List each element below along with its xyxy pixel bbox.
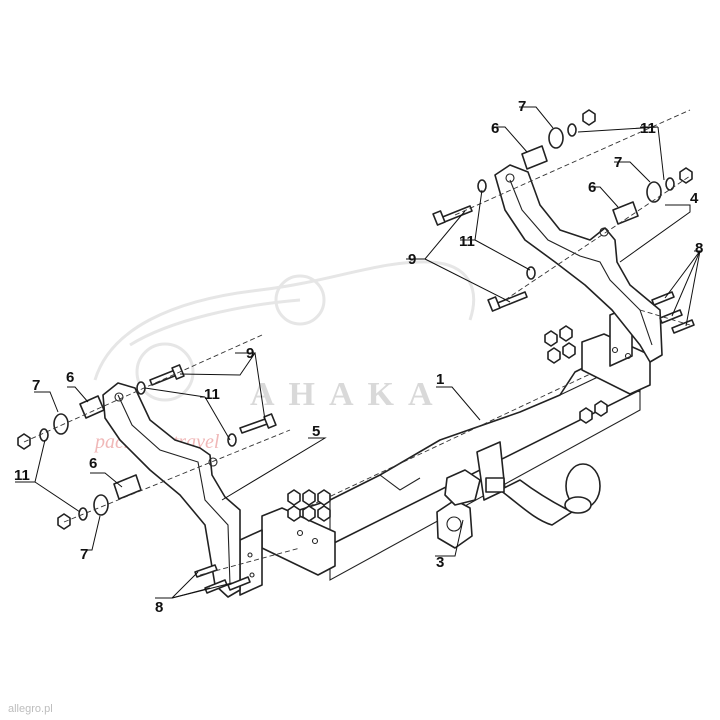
callout-5: 5 (312, 423, 320, 440)
callout-8b: 8 (695, 240, 703, 257)
callout-7d: 7 (614, 154, 622, 171)
seller-watermark: allegro.pl (8, 703, 53, 715)
callout-labels: 1 3 4 5 6 6 6 6 7 7 7 7 8 8 9 9 11 11 11… (14, 98, 703, 616)
callout-7c: 7 (518, 98, 526, 115)
callout-11c: 11 (640, 120, 656, 137)
callout-3: 3 (436, 554, 444, 571)
callout-7a: 7 (32, 377, 40, 394)
callout-11b: 11 (204, 386, 220, 403)
callout-9b: 9 (408, 251, 416, 268)
watermark-brand: AHAKA (250, 376, 447, 413)
callout-7b: 7 (80, 546, 88, 563)
spacer-tubes (79, 145, 639, 500)
washers (39, 123, 675, 521)
towball-assembly (436, 441, 601, 549)
nuts (17, 109, 693, 530)
bolts (149, 205, 695, 594)
left-side-bracket (102, 382, 241, 598)
right-side-bracket (494, 164, 663, 363)
callout-6c: 6 (491, 120, 499, 137)
callout-9a: 9 (246, 345, 254, 362)
leader-lines (15, 106, 701, 599)
assembly-lines (23, 109, 691, 576)
callout-8a: 8 (155, 599, 163, 616)
callout-11a: 11 (14, 467, 30, 484)
callout-6b: 6 (89, 455, 97, 472)
watermark: AHAKA pack and travel (93, 260, 476, 453)
callout-4: 4 (690, 190, 699, 207)
callout-1: 1 (436, 371, 444, 388)
callout-6a: 6 (66, 369, 74, 386)
callout-11d: 11 (459, 233, 475, 250)
callout-6d: 6 (588, 179, 596, 196)
